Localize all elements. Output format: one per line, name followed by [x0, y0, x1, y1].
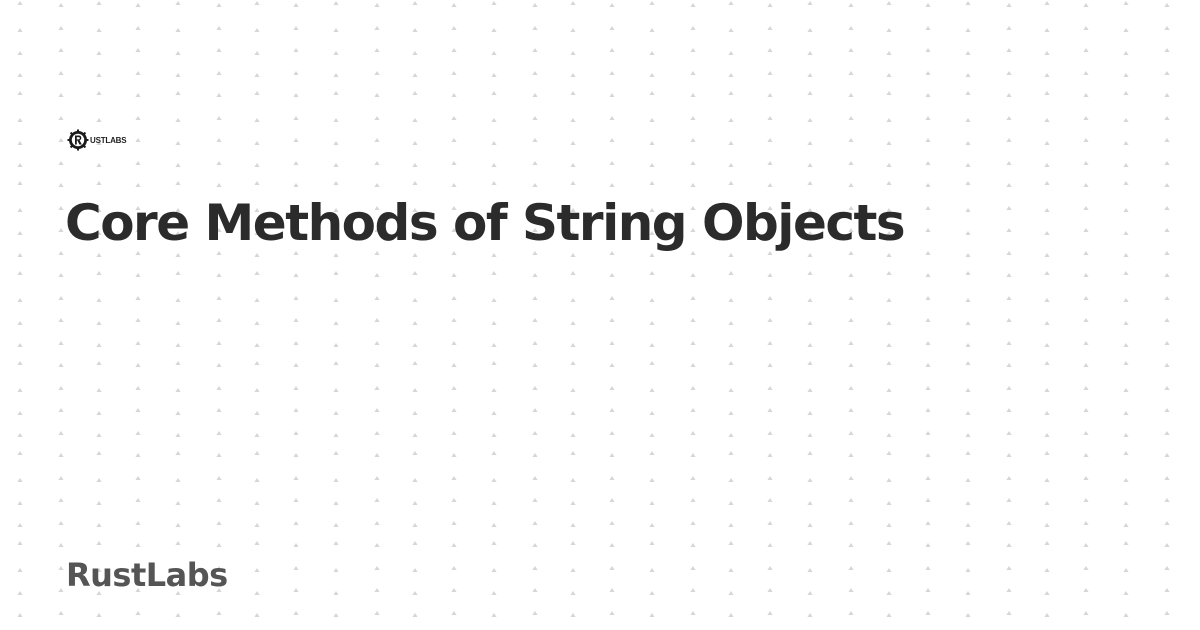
brand-name: RustLabs — [66, 556, 228, 594]
logo-wordmark: USTLABS — [90, 136, 127, 145]
page-title: Core Methods of String Objects — [65, 194, 906, 252]
rustlabs-logo: USTLABS — [67, 129, 127, 151]
rust-gear-icon — [67, 129, 89, 151]
